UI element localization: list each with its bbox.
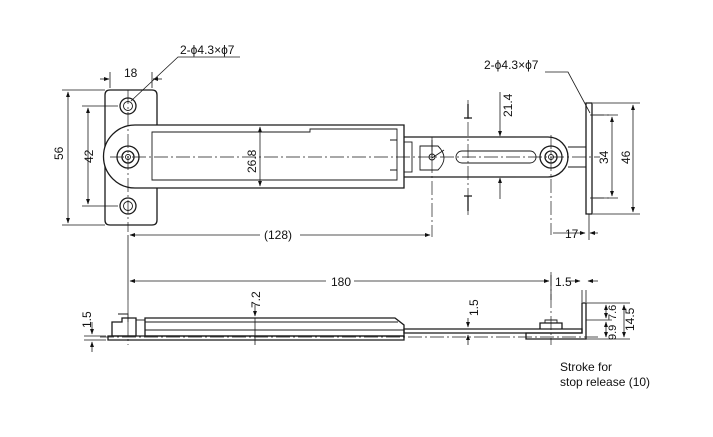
left-mounting-plate	[104, 89, 158, 226]
side-main-arm	[144, 317, 405, 337]
right-bracket-edge	[585, 102, 593, 215]
side-left-hinge	[111, 317, 137, 337]
dim-42-label: 42	[82, 149, 96, 163]
stroke-note-line2: stop release (10)	[560, 375, 650, 389]
side-right-bracket	[525, 302, 587, 340]
hole-spec-left-label: 2-ϕ4.3×ϕ7	[180, 43, 235, 57]
main-arm	[102, 124, 405, 189]
top-view	[102, 89, 610, 237]
stroke-note-line1: Stroke for	[560, 360, 612, 374]
dim-7-2-label: 7.2	[249, 291, 263, 308]
dim-1-5-top-label: 1.5	[555, 275, 572, 289]
dim-128-label: (128)	[264, 228, 292, 242]
dim-7-6-label: 7.6	[607, 305, 619, 320]
link-slot	[455, 150, 537, 164]
dim-9-9-label: 9.9	[607, 325, 619, 340]
stop-lever	[419, 145, 445, 171]
side-view-dimensions: 180 1.5 1.5 7.2 1.5 7.6 9.9 14.5 Stroke …	[80, 274, 650, 389]
top-view-dimensions: 18 2-ϕ4.3×ϕ7 56 42 26.8 21.4 2-ϕ4.3×ϕ7 3…	[52, 43, 640, 300]
dim-18-label: 18	[124, 66, 138, 80]
dim-46-label: 46	[619, 150, 633, 164]
dim-26-8-label: 26.8	[245, 149, 259, 173]
dim-17-label: 17	[565, 227, 579, 241]
main-arm-recess	[151, 128, 398, 181]
hole-leader-right	[545, 71, 591, 114]
dim-14-5-label: 14.5	[623, 307, 637, 331]
dim-1-5-mid-label: 1.5	[467, 299, 481, 316]
dim-1-5-left-label: 1.5	[80, 311, 94, 328]
dim-180-label: 180	[331, 275, 351, 289]
hole-spec-right-label: 2-ϕ4.3×ϕ7	[484, 58, 539, 72]
hole-leader-left	[130, 56, 240, 102]
dim-34-label: 34	[597, 150, 611, 164]
dim-21-4-label: 21.4	[501, 93, 515, 117]
dim-56-label: 56	[52, 146, 66, 160]
